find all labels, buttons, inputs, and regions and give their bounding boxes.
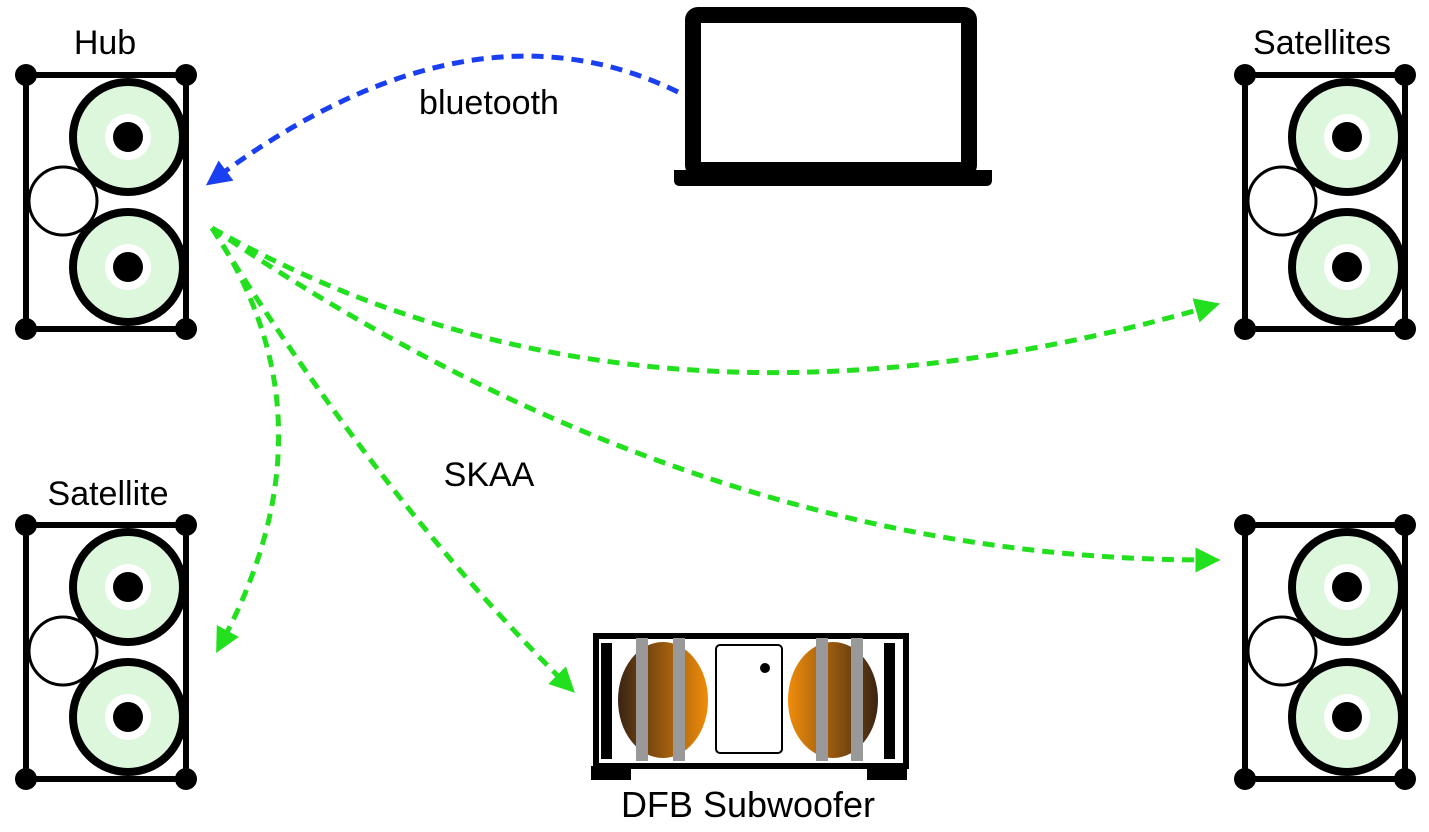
speaker-icon bbox=[15, 64, 197, 340]
subwoofer-label: DFB Subwoofer bbox=[621, 784, 875, 825]
skaa-label: SKAA bbox=[444, 456, 535, 494]
satellites-label: Satellites bbox=[1253, 24, 1391, 62]
hub-speaker bbox=[15, 64, 197, 340]
skaa-links bbox=[209, 225, 1221, 693]
speaker-icon bbox=[1234, 514, 1416, 790]
skaa-link-arrow-subwoofer bbox=[209, 226, 575, 693]
satellite-speaker-bottom-right bbox=[1234, 514, 1416, 790]
satellite-speaker-left bbox=[15, 514, 197, 790]
bluetooth-label: bluetooth bbox=[419, 84, 559, 122]
satellite-label: Satellite bbox=[48, 475, 169, 513]
satellite-speaker-top-right bbox=[1234, 64, 1416, 340]
skaa-link-arrow-satellite-bottom-right bbox=[210, 225, 1221, 573]
subwoofer-icon bbox=[591, 633, 909, 780]
speaker-icon bbox=[1234, 64, 1416, 340]
laptop-icon bbox=[674, 7, 992, 186]
speaker-icon bbox=[15, 514, 197, 790]
skaa-link-arrow-satellite-left bbox=[209, 226, 281, 654]
bluetooth-link-arrow bbox=[205, 53, 680, 186]
skaa-link-arrow-satellite-top-right bbox=[210, 225, 1221, 376]
hub-label: Hub bbox=[74, 24, 136, 62]
